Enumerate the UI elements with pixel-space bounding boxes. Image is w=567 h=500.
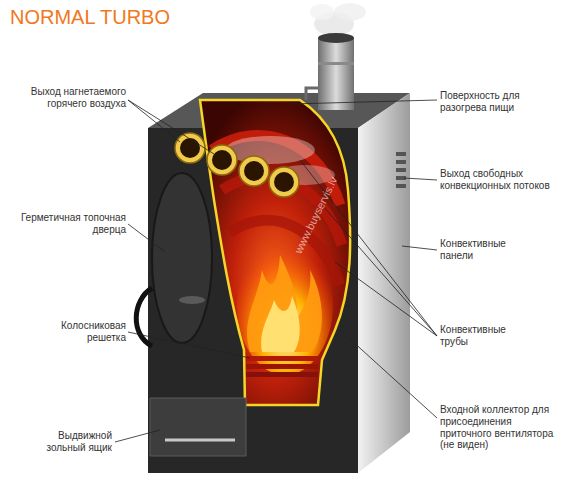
flame (261, 296, 300, 352)
part-label: Поверхность для разогрева пищи (440, 90, 550, 114)
part-label: Колосниковая решетка (20, 320, 126, 344)
ash-drawer (150, 398, 246, 456)
hot-air-outlet (207, 145, 237, 175)
flame (247, 255, 322, 352)
chimney-top (318, 33, 354, 43)
chimney-smoke (310, 4, 334, 20)
leader-line (128, 100, 214, 154)
part-label: Конвективные панели (440, 238, 525, 262)
page-title: NORMAL TURBO (10, 6, 170, 29)
firebox-door (152, 173, 212, 343)
grate-bar (246, 356, 318, 361)
part-label: Выход свободных конвекционных потоков (440, 168, 562, 192)
vent-slot (396, 168, 406, 172)
outlet-bore (244, 161, 264, 181)
leader-line (128, 224, 165, 252)
part-label: Выдвижной зольный ящик (20, 430, 112, 454)
vent-slot (396, 160, 406, 164)
leader-line (128, 100, 180, 142)
chimney-pipe (318, 38, 354, 110)
chimney-ring (318, 62, 354, 65)
leader-line (340, 330, 437, 418)
leader-line (300, 160, 437, 336)
front-panel (148, 128, 358, 473)
damper-rod (306, 88, 318, 100)
hot-air-outlet (175, 133, 205, 163)
door-plate (179, 296, 205, 304)
part-label: Входной коллектор для присоединения прит… (440, 404, 564, 451)
leader-line (128, 332, 250, 358)
chimney-smoke (334, 3, 366, 21)
leader-line (322, 205, 437, 336)
leader-line (404, 178, 437, 180)
grate-bar (246, 372, 318, 377)
drawer-handle (165, 439, 235, 442)
leader-line (402, 246, 437, 250)
outlet-bore (212, 150, 232, 170)
part-label: Выход нагнетаемого горячего воздуха (20, 86, 126, 110)
part-label: Герметичная топочная дверца (20, 212, 126, 236)
grate-bar (246, 364, 318, 369)
flame-glow (237, 235, 333, 375)
vent-slot (396, 184, 406, 188)
leader-line (290, 100, 437, 104)
outlet-bore (180, 138, 200, 158)
watermark: www.buyservis.lv (292, 175, 340, 256)
smoke-swirl (225, 136, 315, 164)
convective-panel (358, 93, 410, 473)
cutaway-interior (200, 100, 350, 405)
leader-line (115, 430, 160, 442)
door-handle (136, 288, 152, 346)
hot-air-outlet (269, 167, 299, 197)
leader-line (335, 262, 437, 336)
part-label: Конвективные трубы (440, 324, 525, 348)
vent-slot (396, 152, 406, 156)
hot-air-outlet (239, 156, 269, 186)
outlet-bore (274, 172, 294, 192)
